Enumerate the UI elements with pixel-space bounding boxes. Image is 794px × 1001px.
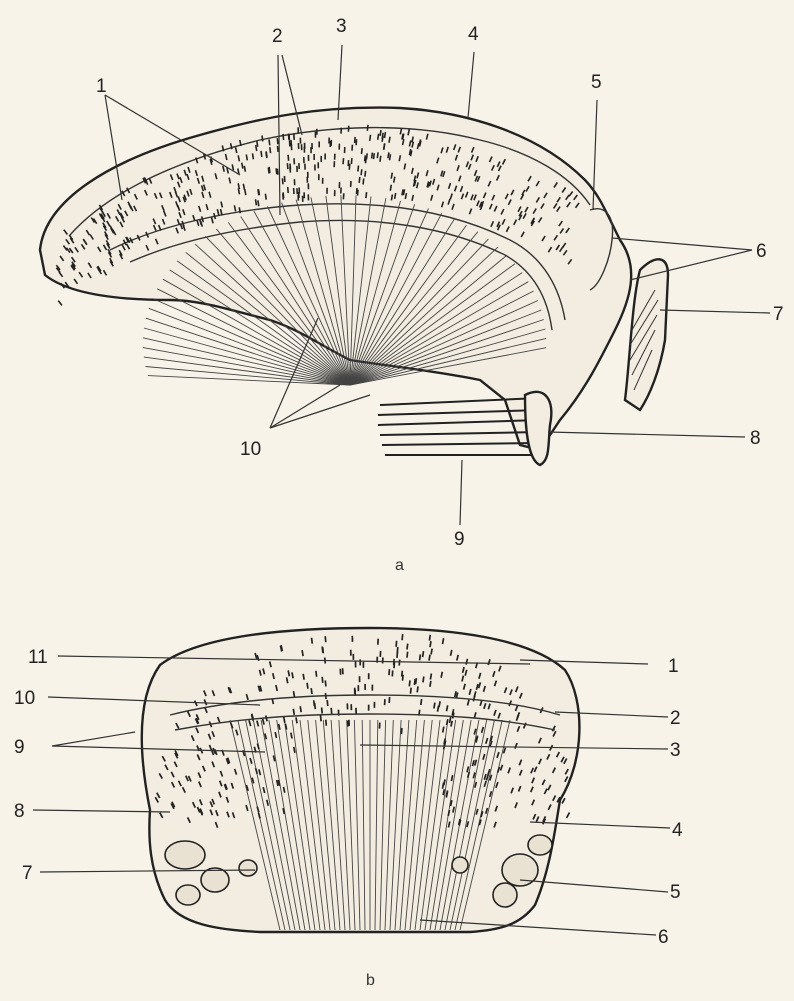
figure-a-label-7: 7 bbox=[773, 304, 784, 325]
figure-a-drawing bbox=[40, 108, 668, 465]
figure-b-drawing bbox=[142, 628, 580, 932]
figure-b-label-2: 2 bbox=[670, 708, 681, 729]
figure-a-label-2: 2 bbox=[272, 26, 283, 47]
figure-b-label-8: 8 bbox=[14, 801, 25, 822]
figure-a-label-6: 6 bbox=[756, 241, 767, 262]
figure-b-label-11: 11 bbox=[28, 647, 48, 668]
figure-b-label-3: 3 bbox=[670, 740, 681, 761]
figure-b-label-5: 5 bbox=[670, 882, 681, 903]
figure-a-label-10: 10 bbox=[240, 439, 261, 460]
figure-a-label-9: 9 bbox=[454, 529, 465, 550]
figure-a-caption: a bbox=[395, 557, 404, 574]
figure-b-caption: b bbox=[366, 972, 375, 989]
figure-a-label-5: 5 bbox=[591, 72, 602, 93]
figure-b-label-10: 10 bbox=[14, 688, 35, 709]
figure-a-label-3: 3 bbox=[336, 16, 347, 37]
figure-b-label-1: 1 bbox=[668, 656, 679, 677]
figure-b-label-7: 7 bbox=[22, 863, 33, 884]
figure-a-label-4: 4 bbox=[468, 24, 479, 45]
figure-b-label-4: 4 bbox=[672, 820, 683, 841]
figure-a-label-1: 1 bbox=[96, 76, 107, 97]
figure-b-label-9: 9 bbox=[14, 737, 25, 758]
figure-b-label-6: 6 bbox=[658, 927, 669, 948]
figure-a-label-8: 8 bbox=[750, 428, 761, 449]
